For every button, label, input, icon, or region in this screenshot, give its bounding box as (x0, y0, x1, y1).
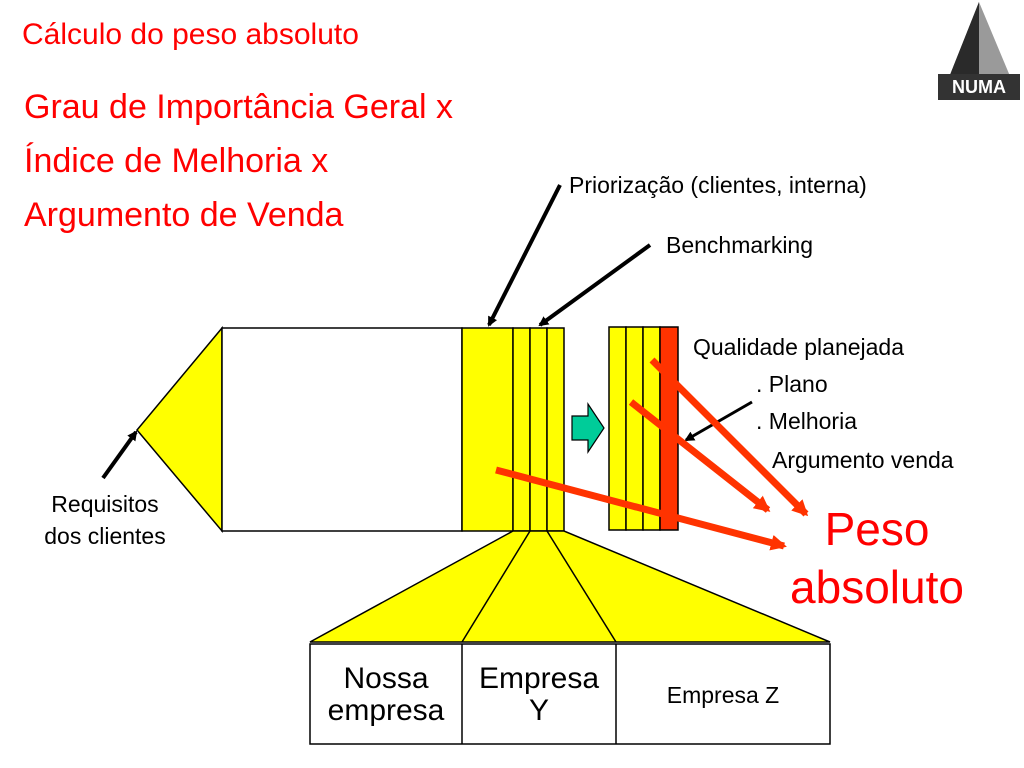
requirements-pointer (101, 430, 138, 480)
subtitle-line: Índice de Melhoria x (24, 142, 329, 180)
red-arrow-1 (649, 357, 809, 517)
benchmark-column-3 (546, 327, 565, 532)
planned-quality-column-3 (642, 326, 661, 531)
numa-logo (938, 2, 1020, 100)
relationship-matrix (221, 327, 463, 532)
planned-quality-pointer (684, 400, 753, 442)
priorization-column (461, 327, 514, 532)
benchmark-column-1 (512, 327, 531, 532)
priorizacao-label: Priorização (clientes, interna) (569, 172, 867, 198)
priorization-pointer (487, 184, 562, 327)
benchmark-fan (309, 530, 831, 643)
melhoria-label: . Melhoria (756, 408, 857, 434)
benchmarking-label: Benchmarking (666, 232, 814, 258)
requirements-line: Requisitos (51, 491, 159, 517)
subtitle-line: Grau de Importância Geral x (24, 88, 453, 126)
cell-line: empresa (327, 694, 445, 727)
table-cell-nossa-empresa: Nossa empresa (310, 646, 462, 744)
benchmarking-pointer (538, 243, 652, 327)
cell-line: Y (528, 694, 549, 727)
subtitle-line: Argumento de Venda (24, 196, 344, 234)
planned-quality-column-2 (625, 326, 644, 531)
argumento-label: Argumento venda (772, 447, 954, 473)
green-arrow (571, 402, 605, 454)
requirements-label: Requisitos dos clientes (20, 488, 190, 552)
requirements-line: dos clientes (44, 523, 166, 549)
benchmark-table (309, 643, 831, 745)
cell-line: Nossa (343, 662, 429, 695)
peso-line: Peso (824, 503, 930, 555)
benchmark-column-2 (529, 327, 548, 532)
red-arrow-2 (628, 399, 771, 513)
slide-title: Cálculo do peso absoluto (22, 18, 359, 51)
logo-text: NUMA (952, 77, 1006, 97)
red-arrow-3 (495, 466, 787, 551)
table-cell-empresa-z: Empresa Z (616, 646, 830, 744)
peso-absoluto-label: Peso absoluto (782, 500, 972, 616)
table-cell-empresa-y: Empresa Y (462, 646, 616, 744)
peso-line: absoluto (790, 561, 964, 613)
cell-line: Empresa (478, 662, 600, 695)
cell-line: Empresa Z (666, 681, 780, 708)
slide-subtitle: Grau de Importância Geral x Índice de Me… (24, 80, 453, 242)
planned-quality-label: Qualidade planejada (693, 334, 905, 360)
plano-label: . Plano (756, 371, 828, 397)
